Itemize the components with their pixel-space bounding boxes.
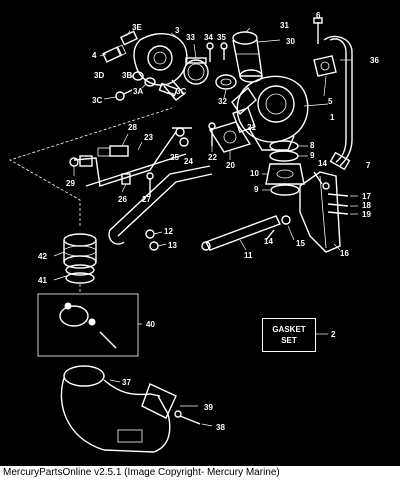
part-12-13-fittings [145,229,159,251]
callout-label: 26 [118,195,127,204]
callout-label: 10 [250,169,259,178]
callout-label: 18 [362,201,371,210]
callout-label: 9 [254,185,259,194]
callout-label: 27 [142,195,151,204]
callout-label: 12 [164,227,173,236]
part-7-fitting [329,151,351,171]
part-14-screws [265,171,323,241]
part-24-25-fittings [172,127,192,147]
callout-label: 42 [38,252,47,261]
part-10-adapter [265,163,305,185]
callout-label: 25 [170,153,179,162]
callout-label: 3D [94,71,104,80]
part-15-nut [281,215,291,225]
callout-label: 28 [128,123,137,132]
callout-label: 32 [218,97,227,106]
exploded-parts-diagram: 3 3E 4 3B 3D 3A 3C 3C 33 34 35 31 30 6 3… [9,11,379,453]
part-11-tube [201,215,281,251]
leader-lines [53,27,358,427]
callout-label: 11 [244,251,253,260]
callout-label: 13 [168,241,177,250]
callout-label: 41 [38,276,47,285]
part-5-flange [313,55,337,77]
callout-label: 4 [92,51,97,60]
callout-label: 37 [122,378,131,387]
gasket-set-line-1: GASKET [272,325,306,334]
callout-label: 5 [328,97,333,106]
callout-label: 22 [208,153,217,162]
part-32-gasket [215,74,237,90]
callout-label: 3C [92,96,102,105]
part-20-gasket [208,121,252,153]
part-6-screw [313,17,323,44]
callout-label: 29 [66,179,75,188]
parts-diagram-panel: 3 3E 4 3B 3D 3A 3C 3C 33 34 35 31 30 6 3… [0,0,400,466]
part-30-31-pipe [232,31,263,83]
callout-label: 31 [280,21,289,30]
part-3A-gasket [158,82,178,97]
part-36-tube [323,35,353,167]
gasket-set-box: GASKET SET [262,318,316,352]
callout-label: 8 [310,141,315,150]
callout-label: 33 [186,33,195,42]
part-17-18-19-fasteners [322,182,349,215]
callout-label: 16 [340,249,349,258]
part-4-fitting [102,44,127,63]
part-1-turbocharger [231,75,309,151]
callout-label: 36 [370,56,379,65]
part-3C-screw [115,89,133,101]
part-22-screw [208,122,216,146]
part-9-gasket-upper [269,150,299,162]
callout-label: 1 [330,113,335,122]
part-29-fitting [69,155,93,167]
callout-label: 19 [362,210,371,219]
callout-label: 7 [366,161,371,170]
callout-label: 23 [144,133,153,142]
callout-label: 40 [146,320,155,329]
part-42-coupling [63,233,97,269]
callout-label: 34 [204,33,213,42]
part-16-bracket [299,171,341,253]
callout-labels: 3 3E 4 3B 3D 3A 3C 3C 33 34 35 31 30 6 3… [38,11,379,432]
callout-label: 30 [286,37,295,46]
gasket-set-line-2: SET [281,336,297,345]
part-37-exhaust-elbow [60,365,177,453]
image-caption: MercuryPartsOnline v2.5.1 (Image Copyrig… [3,467,280,478]
part-28-fitting [97,145,129,157]
part-9-gasket-lower [270,184,300,196]
part-41-coupling [65,264,95,284]
callout-label: 2 [331,330,336,339]
callout-label: 3C [176,87,186,96]
part-38-39-screws [174,405,201,425]
callout-label: 3 [175,26,180,35]
callout-label: 3A [133,87,143,96]
callout-label: 9 [310,151,315,160]
callout-label: 17 [362,192,371,201]
callout-label: 39 [204,403,213,412]
callout-label: 6 [316,11,321,20]
part-3E-fitting [120,30,138,46]
part-40-kit-box [37,293,139,357]
callout-label: 24 [184,157,193,166]
callout-label: 21 [247,123,256,132]
callout-label: 14 [264,237,273,246]
callout-label: 35 [217,33,226,42]
part-33-clamp [183,57,209,85]
callout-label: 20 [226,161,235,170]
callout-label: 3E [132,23,142,32]
part-34-35-screws [206,42,228,62]
callout-label: 15 [296,239,305,248]
callout-label: 3B [122,71,132,80]
callout-label: 38 [216,423,225,432]
guide-lines [9,107,173,294]
callout-label: 14 [318,159,327,168]
part-hose-line [108,165,213,245]
